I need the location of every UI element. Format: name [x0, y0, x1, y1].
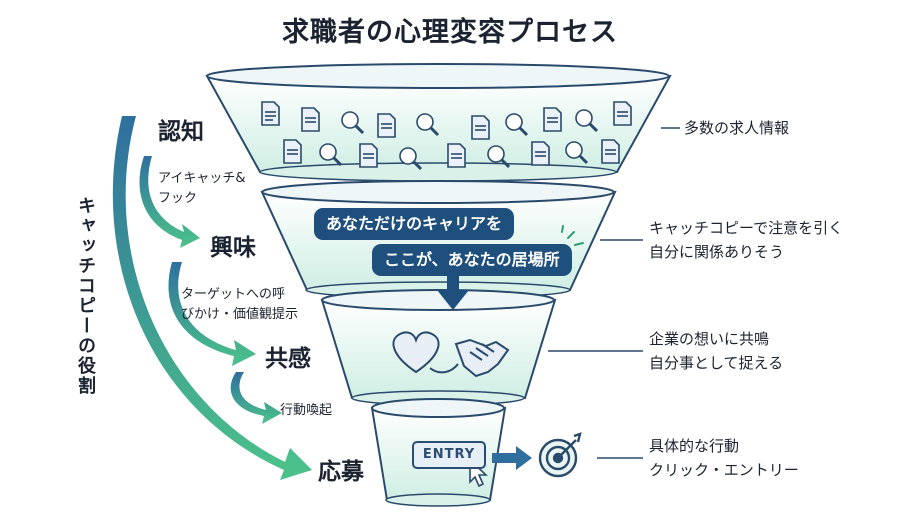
job-listing-icons — [261, 101, 632, 171]
transition-label-1-line1: アイキャッチ& — [158, 171, 246, 186]
heart-icon — [392, 331, 459, 374]
document-icon — [261, 101, 280, 126]
document-icon — [531, 141, 550, 166]
document-icon — [359, 143, 378, 168]
catchcopy-banner-2: ここが、あなたの居場所 — [372, 244, 572, 276]
magnifier-icon — [416, 113, 440, 137]
entry-button[interactable]: ENTRY — [412, 441, 486, 469]
magnifier-icon — [341, 111, 365, 135]
note-2-line1: キャッチコピーで注意を引く — [649, 219, 844, 237]
transition-arrow-3 — [230, 372, 282, 424]
side-label: キャッチコピーの役割 — [75, 196, 96, 396]
stage-label-4: 応募 — [318, 459, 364, 485]
handshake-icon — [454, 338, 510, 378]
document-icon — [601, 139, 620, 164]
transition-label-2-line1: ターゲットへの呼 — [181, 287, 286, 302]
transition-label-2-line2: びかけ・価値観提示 — [181, 307, 299, 322]
transition-label-2: ターゲットへの呼 びかけ・価値観提示 — [181, 285, 298, 325]
note-4-line1: 具体的な行動 — [649, 437, 740, 455]
note-1: 多数の求人情報 — [684, 119, 790, 137]
magnifier-icon — [319, 143, 343, 167]
target-icon — [538, 432, 582, 478]
document-icon — [613, 101, 632, 126]
magnifier-icon — [505, 113, 529, 137]
magnifier-icon — [399, 147, 423, 171]
catchcopy-banner-1: あなただけのキャリアを — [314, 208, 515, 240]
stage-label-2: 興味 — [210, 235, 256, 261]
page-title: 求職者の心理変容プロセス — [282, 17, 618, 48]
note-3-line1: 企業の想いに共鳴 — [649, 330, 770, 348]
stage-label-1: 認知 — [158, 119, 204, 145]
transition-label-3: 行動喚起 — [280, 403, 333, 418]
note-3-line2: 自分事として捉える — [649, 354, 784, 372]
transition-label-1-line2: フック — [158, 191, 198, 206]
document-icon — [447, 143, 466, 168]
note-3: 企業の想いに共鳴 自分事として捉える — [649, 327, 783, 375]
note-4-line2: クリック・エントリー — [649, 461, 799, 479]
note-4: 具体的な行動 クリック・エントリー — [649, 434, 799, 482]
document-icon — [543, 107, 562, 132]
document-icon — [301, 107, 320, 132]
note-2: キャッチコピーで注意を引く 自分に関係ありそう — [649, 216, 843, 264]
magnifier-icon — [565, 141, 589, 165]
magnifier-icon — [575, 109, 599, 133]
note-2-line2: 自分に関係ありそう — [649, 243, 785, 261]
magnifier-icon — [487, 145, 511, 169]
transition-arrow-1 — [139, 156, 200, 248]
document-icon — [283, 139, 302, 164]
note-connectors — [548, 127, 680, 459]
transition-arrow-2 — [168, 262, 256, 366]
stage-label-3: 共感 — [265, 346, 311, 372]
document-icon — [471, 115, 490, 140]
sparkle-icon — [561, 225, 584, 246]
down-arrow-icon — [437, 272, 469, 310]
right-arrow-icon — [492, 446, 532, 470]
document-icon — [377, 113, 396, 138]
transition-label-1: アイキャッチ& フック — [158, 169, 246, 209]
